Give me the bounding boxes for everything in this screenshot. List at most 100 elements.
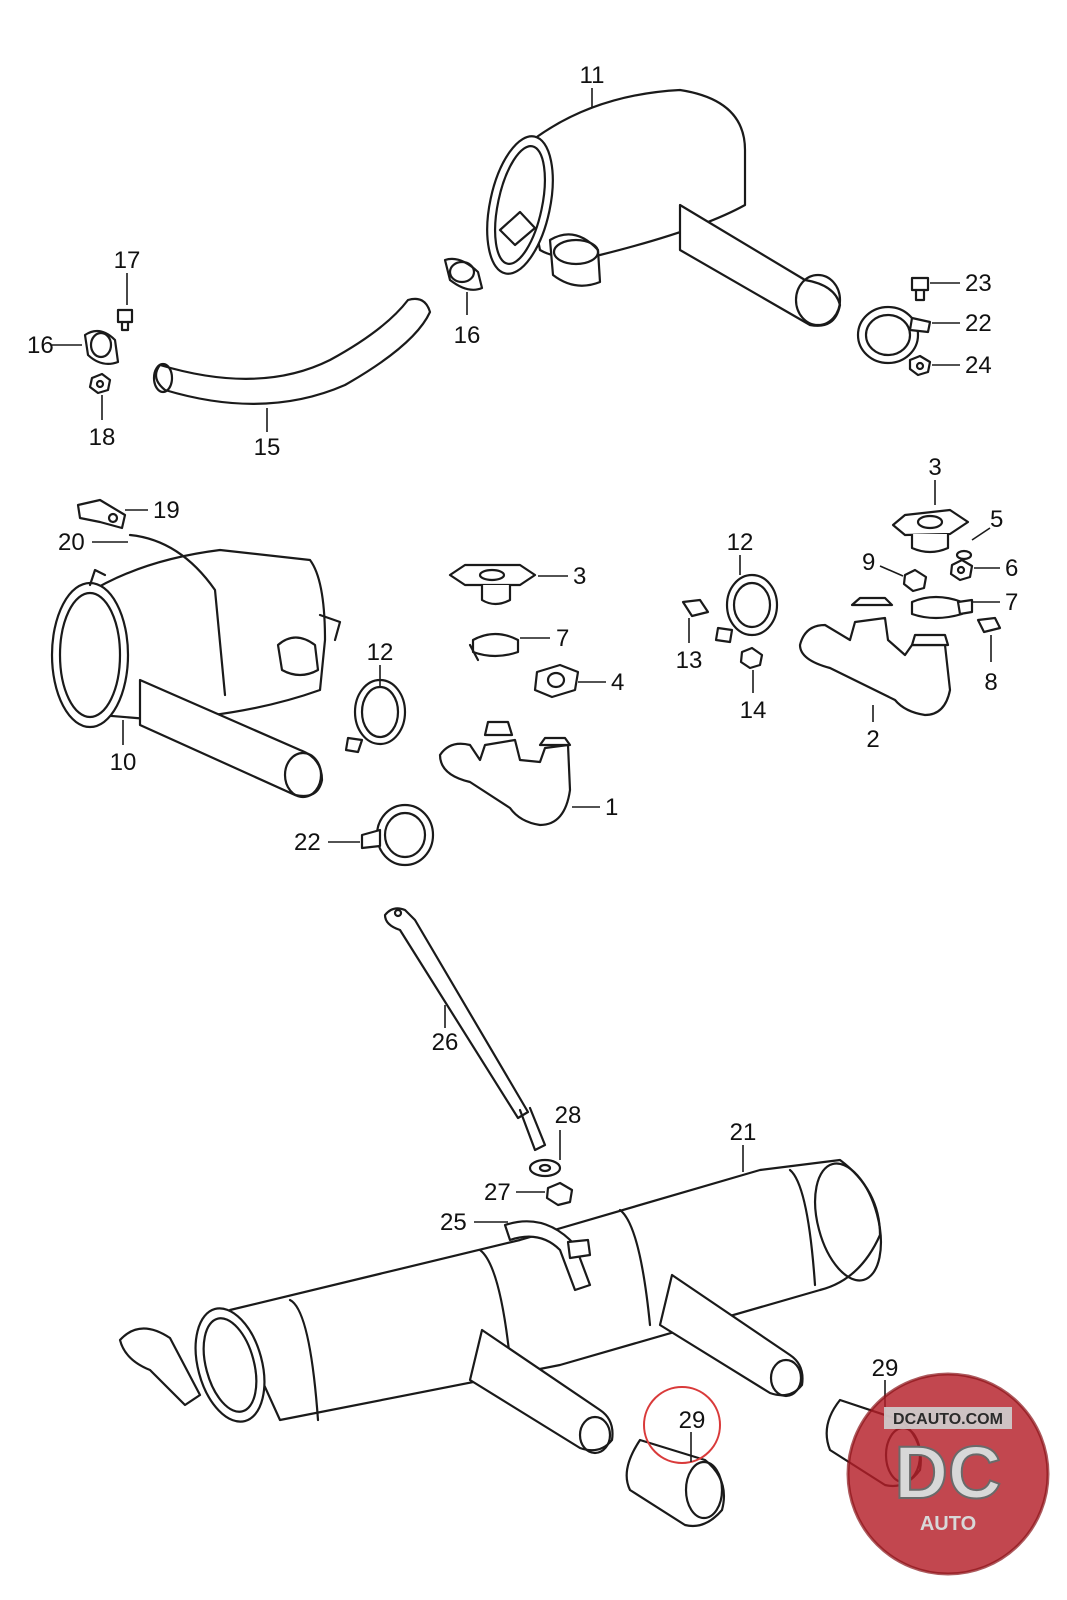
nut-27	[545, 1181, 574, 1207]
callout-16-left[interactable]: 16	[27, 332, 82, 359]
callout-25[interactable]: 25	[440, 1209, 508, 1236]
svg-text:21: 21	[730, 1119, 757, 1146]
clamp-16-left	[83, 329, 120, 365]
nut-18	[88, 372, 112, 395]
callout-7-right[interactable]: 7	[972, 589, 1018, 616]
clamp-16-right	[443, 257, 484, 291]
callout-28[interactable]: 28	[555, 1102, 582, 1160]
callout-11[interactable]: 11	[580, 62, 605, 108]
svg-text:16: 16	[27, 332, 54, 359]
bolt-8	[976, 616, 1002, 634]
svg-text:23: 23	[965, 270, 992, 297]
callout-17[interactable]: 17	[114, 247, 141, 305]
callout-1[interactable]: 1	[572, 794, 618, 821]
callout-20[interactable]: 20	[58, 529, 128, 556]
svg-text:7: 7	[556, 625, 569, 652]
svg-text:8: 8	[984, 669, 997, 696]
svg-text:7: 7	[1005, 589, 1018, 616]
heat-exchanger-pipe-2	[798, 596, 952, 717]
callout-9[interactable]: 9	[862, 549, 904, 577]
callout-21[interactable]: 21	[730, 1119, 757, 1172]
callout-14[interactable]: 14	[740, 670, 767, 724]
muffler-11	[486, 88, 842, 327]
callout-22-mid[interactable]: 22	[294, 829, 360, 856]
svg-text:10: 10	[110, 749, 137, 776]
callout-3-right[interactable]: 3	[928, 454, 942, 505]
svg-text:DCAUTO.COM: DCAUTO.COM	[893, 1411, 1003, 1428]
clamp-7-right	[910, 595, 974, 620]
svg-text:22: 22	[294, 829, 321, 856]
callout-13[interactable]: 13	[676, 618, 703, 674]
bolt-23	[910, 276, 930, 302]
callout-2[interactable]: 2	[866, 705, 880, 753]
svg-text:26: 26	[432, 1029, 459, 1056]
gasket-3-right	[891, 508, 970, 554]
svg-text:19: 19	[153, 497, 180, 524]
callout-22-top[interactable]: 22	[932, 310, 992, 337]
strap-19	[76, 498, 127, 530]
tailpipe-15	[152, 297, 432, 405]
callout-24[interactable]: 24	[932, 352, 992, 379]
tailpipe-extension-29-center	[625, 1438, 726, 1528]
svg-text:DC: DC	[895, 1431, 1002, 1514]
svg-text:15: 15	[254, 434, 281, 461]
callout-19[interactable]: 19	[125, 497, 180, 524]
svg-text:27: 27	[484, 1179, 511, 1206]
svg-text:20: 20	[58, 529, 85, 556]
svg-text:22: 22	[965, 310, 992, 337]
clamp-7-mid	[468, 632, 520, 662]
svg-text:1: 1	[605, 794, 618, 821]
callout-15[interactable]: 15	[254, 408, 281, 461]
callout-27[interactable]: 27	[484, 1179, 545, 1206]
nut-24	[908, 354, 932, 377]
clamp-22-mid	[360, 803, 435, 867]
bolt-17	[116, 308, 134, 332]
callout-10[interactable]: 10	[110, 720, 137, 776]
svg-text:6: 6	[1005, 555, 1018, 582]
callout-26[interactable]: 26	[432, 1005, 459, 1056]
callout-4[interactable]: 4	[578, 669, 624, 696]
callout-7-mid[interactable]: 7	[520, 625, 569, 652]
washer-28	[528, 1158, 562, 1178]
clamp-12-mid	[344, 678, 407, 754]
nut-6	[949, 558, 974, 582]
svg-text:18: 18	[89, 424, 116, 451]
callout-12-mid[interactable]: 12	[367, 639, 394, 688]
nut-9	[902, 568, 928, 593]
clamp-12-right	[714, 573, 779, 644]
strap-25	[503, 1220, 592, 1292]
svg-text:5: 5	[990, 506, 1003, 533]
svg-text:11: 11	[580, 62, 605, 89]
nut-14	[739, 646, 764, 670]
svg-text:17: 17	[114, 247, 141, 274]
svg-text:24: 24	[965, 352, 992, 379]
svg-text:3: 3	[573, 563, 586, 590]
callout-3-mid[interactable]: 3	[538, 563, 586, 590]
svg-text:29: 29	[872, 1355, 899, 1382]
gasket-3-mid	[448, 563, 537, 606]
dcauto-logo-watermark: DCAUTO.COM DC AUTO	[846, 1372, 1050, 1576]
svg-text:16: 16	[454, 322, 481, 349]
callout-18[interactable]: 18	[89, 395, 116, 451]
svg-text:25: 25	[440, 1209, 467, 1236]
muffler-10	[50, 533, 342, 799]
callout-12-right[interactable]: 12	[727, 529, 754, 575]
callout-23[interactable]: 23	[930, 270, 992, 297]
svg-text:9: 9	[862, 549, 875, 576]
svg-text:4: 4	[611, 669, 624, 696]
svg-text:28: 28	[555, 1102, 582, 1129]
callout-16-right[interactable]: 16	[454, 292, 481, 349]
svg-text:2: 2	[866, 726, 879, 753]
hanger-strap-26	[383, 907, 547, 1152]
heat-exchanger-pipe-1	[438, 720, 572, 827]
svg-text:13: 13	[676, 647, 703, 674]
muffler-21	[118, 1158, 882, 1455]
callout-6[interactable]: 6	[974, 555, 1018, 582]
callout-5[interactable]: 5	[971, 506, 1003, 541]
callout-8[interactable]: 8	[984, 635, 998, 696]
svg-text:3: 3	[928, 454, 941, 481]
callout-29-center[interactable]: 29	[679, 1407, 706, 1462]
bolt-13	[681, 598, 710, 618]
svg-text:12: 12	[727, 529, 754, 556]
